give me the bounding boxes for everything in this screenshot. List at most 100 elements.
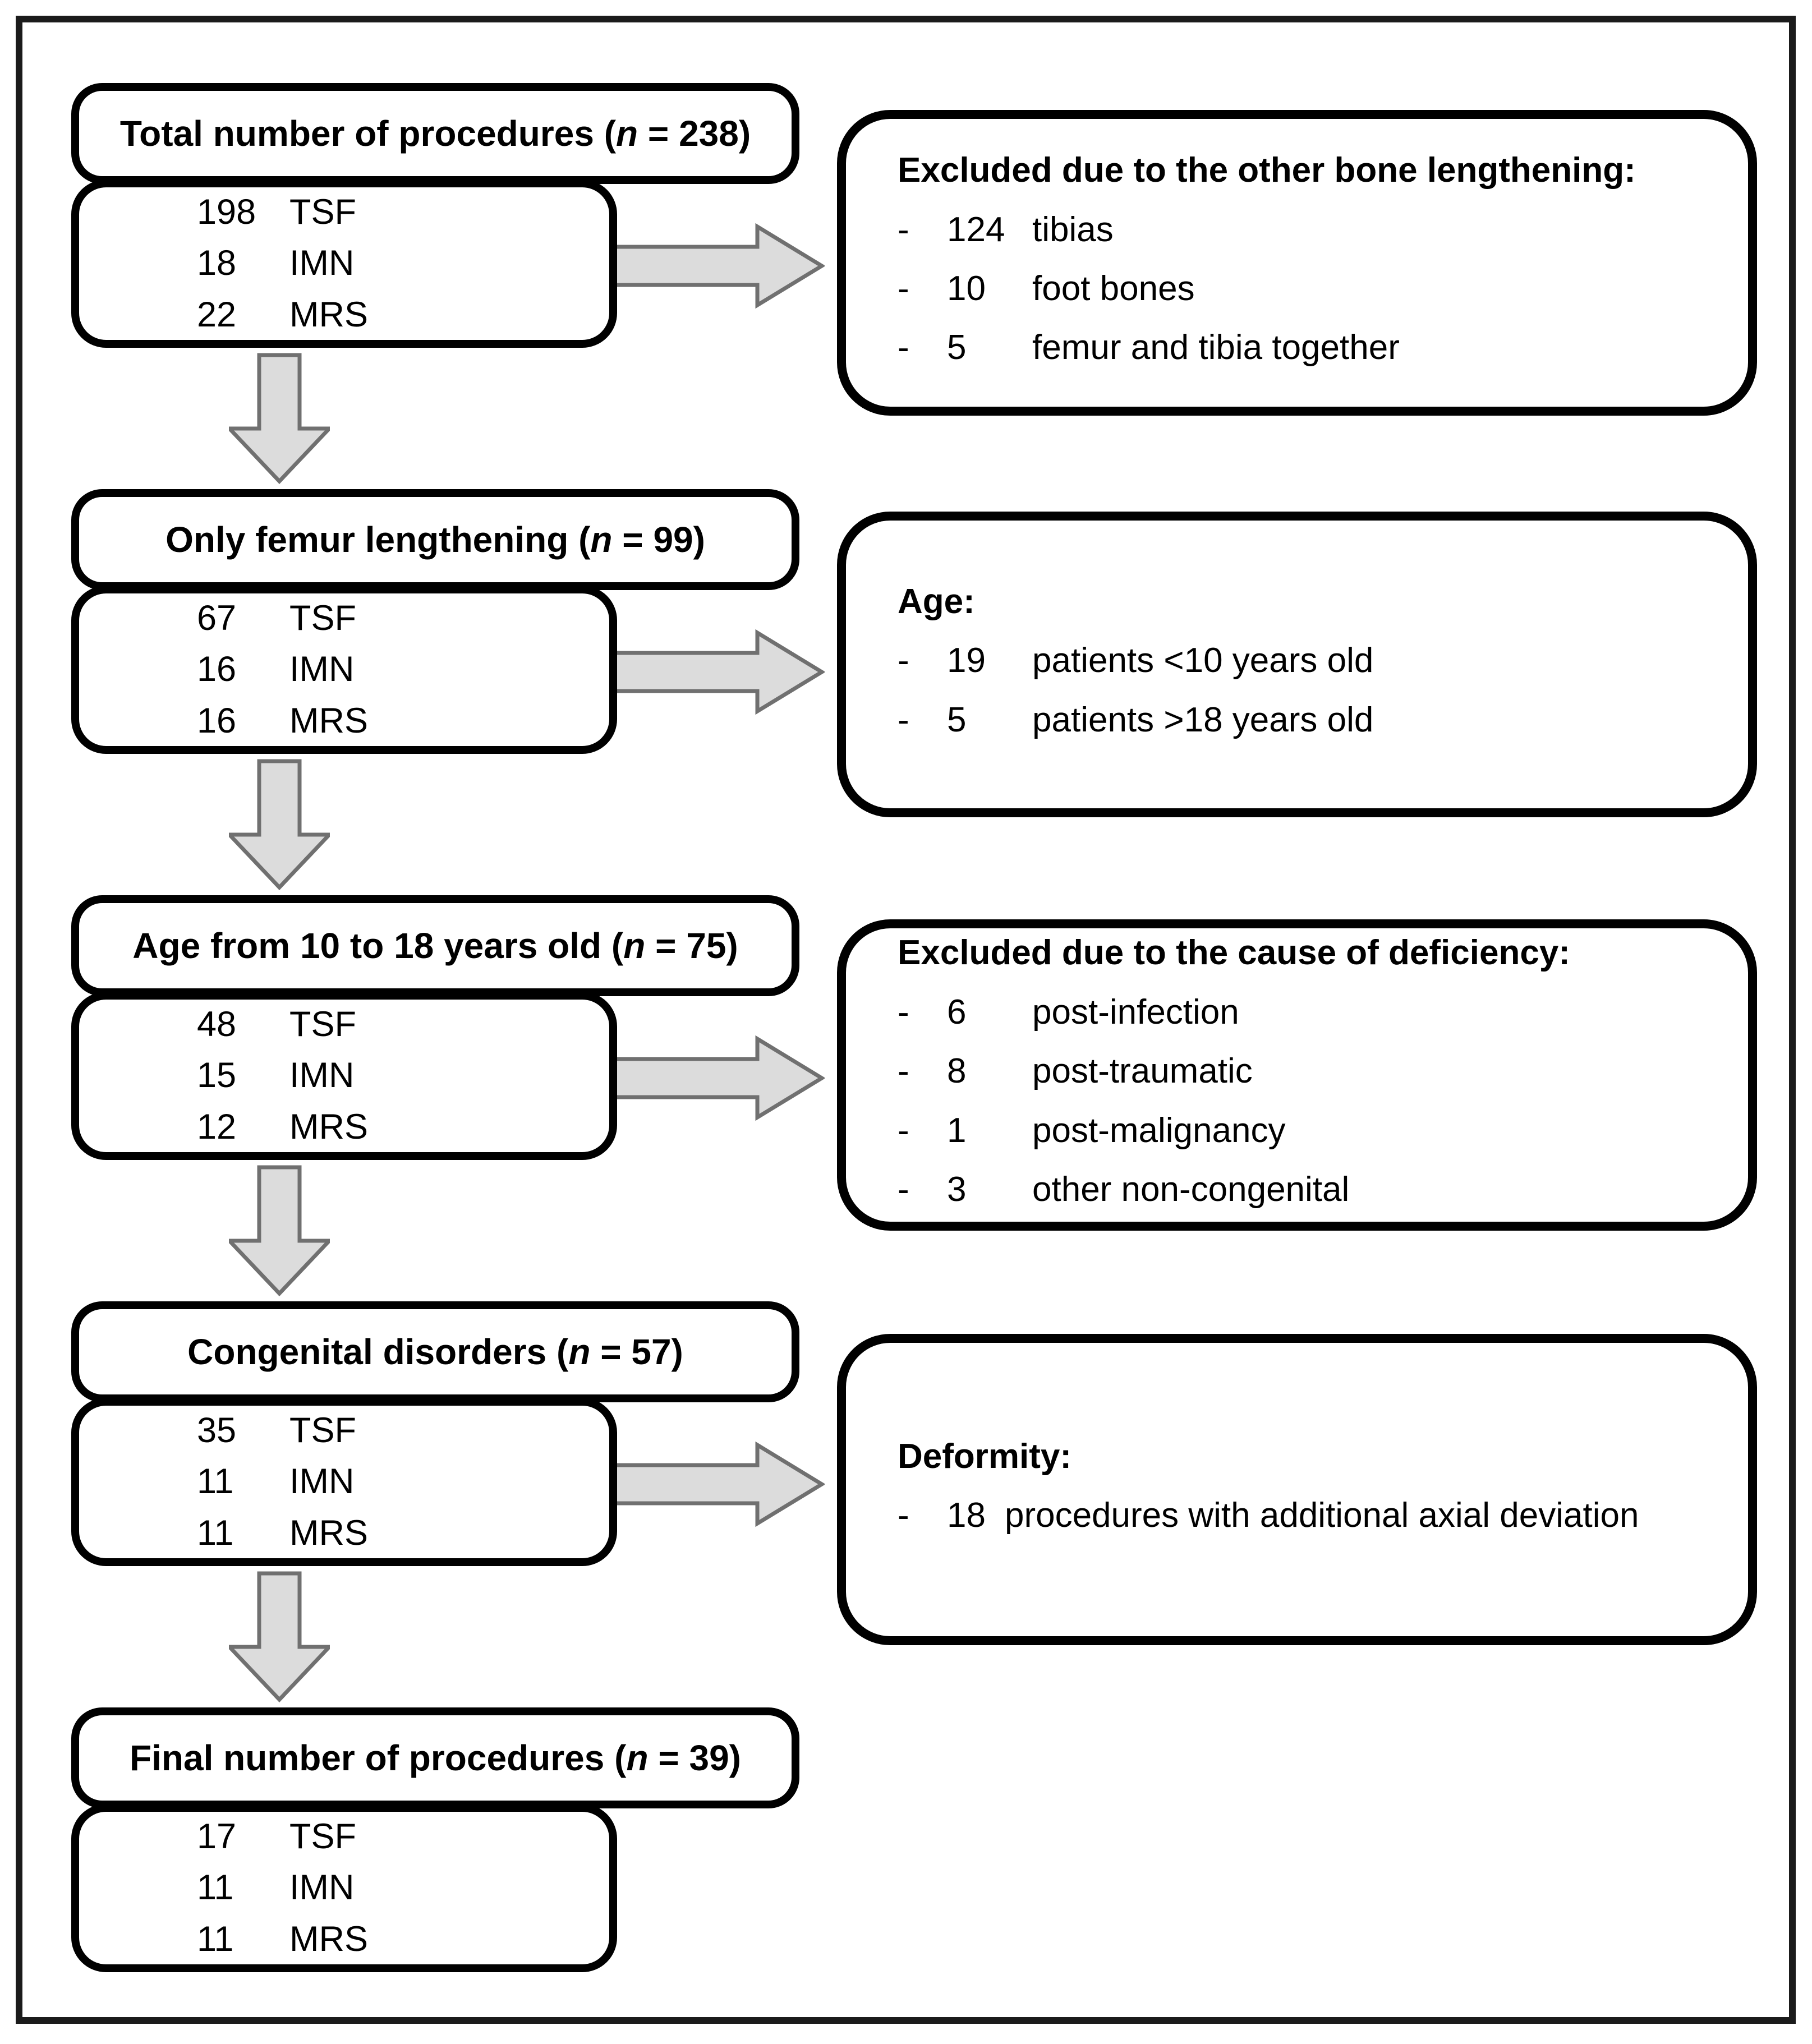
stat-row: 11 MRS: [197, 1914, 609, 1965]
side-item-text: post-traumatic: [1032, 1052, 1253, 1091]
stat-num: 11: [197, 1462, 234, 1502]
dash-bullet: -: [898, 1170, 909, 1209]
side-note-heading: Age:: [898, 582, 975, 621]
title-suffix: = 99): [612, 519, 705, 560]
title-n-italic: n: [616, 113, 638, 154]
stat-label: TSF: [289, 1816, 356, 1856]
title-n-italic: n: [623, 926, 646, 966]
stat-row: 198 TSF: [197, 187, 609, 238]
flow-step-title-femur: Only femur lengthening (n = 99): [71, 489, 799, 590]
side-item-num: 10: [947, 269, 986, 309]
stat-num: 67: [197, 598, 237, 638]
title-text: Congenital disorders (: [187, 1332, 569, 1372]
side-item-num: 1: [947, 1111, 967, 1150]
stat-row: 48 TSF: [197, 999, 609, 1050]
dash-bullet: -: [898, 641, 909, 680]
down-arrow-icon: [229, 1165, 330, 1296]
title-n-italic: n: [590, 519, 613, 560]
stat-num: 11: [197, 1868, 234, 1908]
flow-step-title-age: Age from 10 to 18 years old (n = 75): [71, 895, 799, 996]
down-arrow-icon: [229, 1571, 330, 1702]
side-note-item: -8 post-traumatic: [898, 1042, 1720, 1101]
side-note-item: -19 patients <10 years old: [898, 631, 1720, 690]
stat-num: 12: [197, 1107, 237, 1147]
dash-bullet: -: [898, 1496, 909, 1535]
stat-row: 67 TSF: [197, 593, 609, 644]
title-n-italic: n: [568, 1332, 591, 1372]
side-note-heading: Excluded due to the cause of deficiency:: [898, 933, 1570, 973]
stat-num: 35: [197, 1410, 237, 1450]
side-item-num: 3: [947, 1170, 967, 1209]
flow-step-title-final: Final number of procedures (n = 39): [71, 1707, 799, 1808]
dash-bullet: -: [898, 1111, 909, 1150]
side-note-item: -3 other non-congenital: [898, 1160, 1720, 1219]
stat-label: MRS: [289, 1107, 368, 1147]
side-item-text: other non-congenital: [1032, 1170, 1350, 1209]
stat-row: 11 MRS: [197, 1508, 609, 1559]
title-text: Only femur lengthening (: [165, 519, 591, 560]
dash-bullet: -: [898, 328, 909, 367]
side-item-text: procedures with additional axial deviati…: [1004, 1496, 1639, 1535]
stat-label: IMN: [289, 1868, 355, 1908]
side-item-text: patients <10 years old: [1032, 641, 1374, 680]
stat-label: MRS: [289, 701, 368, 740]
stat-label: IMN: [289, 1462, 355, 1502]
title-text: Total number of procedures (: [119, 113, 617, 154]
stat-row: 11 IMN: [197, 1862, 609, 1913]
stat-num: 11: [197, 1513, 234, 1553]
stat-label: MRS: [289, 1919, 368, 1959]
side-item-num: 18: [947, 1496, 986, 1535]
side-note-item: -18 procedures with additional axial devi…: [898, 1486, 1720, 1545]
flow-step-title-total: Total number of procedures (n = 238): [71, 83, 799, 184]
down-arrow-icon: [229, 759, 330, 890]
stat-label: TSF: [289, 1004, 356, 1044]
side-item-text: tibias: [1032, 210, 1114, 249]
side-item-num: 19: [947, 641, 986, 680]
stat-row: 12 MRS: [197, 1102, 609, 1153]
stat-label: TSF: [289, 192, 356, 232]
stat-label: IMN: [289, 650, 355, 689]
side-item-num: 8: [947, 1052, 967, 1091]
stat-num: 11: [197, 1919, 234, 1959]
side-note-box-excluded-deficiency: Excluded due to the cause of deficiency:…: [837, 919, 1757, 1231]
down-arrow-icon: [229, 353, 330, 484]
stat-num: 22: [197, 294, 237, 334]
title-suffix: = 238): [638, 113, 751, 154]
side-item-text: femur and tibia together: [1032, 328, 1400, 367]
stat-num: 198: [197, 192, 256, 232]
stat-label: TSF: [289, 598, 356, 638]
side-note-heading: Excluded due to the other bone lengtheni…: [898, 151, 1636, 190]
title-text: Final number of procedures (: [130, 1738, 627, 1778]
title-suffix: = 39): [648, 1738, 741, 1778]
side-item-text: post-infection: [1032, 993, 1239, 1032]
title-n-italic: n: [626, 1738, 649, 1778]
dash-bullet: -: [898, 1052, 909, 1091]
stat-label: MRS: [289, 1513, 368, 1553]
flow-step-title-congenital: Congenital disorders (n = 57): [71, 1301, 799, 1402]
side-item-num: 5: [947, 700, 967, 739]
stat-row: 11 IMN: [197, 1456, 609, 1507]
stat-num: 15: [197, 1056, 237, 1095]
dash-bullet: -: [898, 700, 909, 739]
title-text: Age from 10 to 18 years old (: [132, 926, 624, 966]
stat-num: 48: [197, 1004, 237, 1044]
side-item-text: foot bones: [1032, 269, 1195, 309]
